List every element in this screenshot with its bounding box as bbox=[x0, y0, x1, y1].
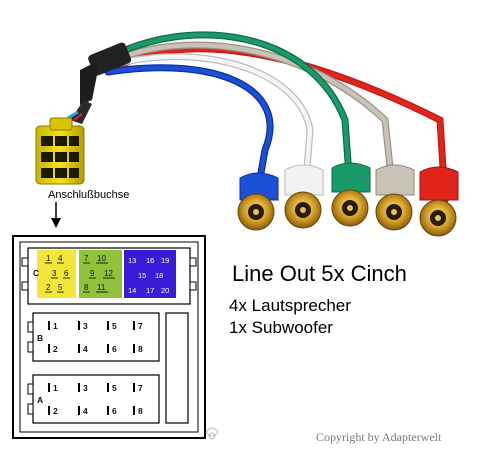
pin-label: 10 bbox=[97, 254, 106, 263]
pin-group-blue bbox=[124, 250, 176, 298]
feature-line-subwoofer: 1x Subwoofer bbox=[229, 318, 333, 337]
pin-label: 7 bbox=[138, 321, 143, 331]
pin-group-green bbox=[79, 250, 122, 298]
pin-label: 4 bbox=[58, 254, 63, 263]
pin-label: 8 bbox=[138, 344, 143, 354]
rca-plug-blue bbox=[237, 172, 279, 231]
pin-label: 5 bbox=[112, 321, 117, 331]
pin-label: 1 bbox=[46, 254, 51, 263]
iso-connector-diagram: C 1 4 3 6 2 5 7 10 9 12 8 11 13 16 15 18… bbox=[12, 235, 206, 439]
pin-label: 13 bbox=[128, 256, 136, 265]
watermark-icon bbox=[205, 427, 219, 440]
cable-sleeve bbox=[67, 42, 132, 124]
pin-label: 20 bbox=[161, 286, 169, 295]
socket-label: Anschlußbuchse bbox=[48, 189, 130, 201]
pin-label: 5 bbox=[112, 383, 117, 393]
pin-label: 7 bbox=[84, 254, 89, 263]
feature-line-speakers: 4x Lautsprecher bbox=[229, 296, 351, 315]
pin-label: 2 bbox=[53, 344, 58, 354]
section-a-label: A bbox=[37, 395, 43, 405]
copyright-text: Copyright by Adapterwelt bbox=[316, 430, 442, 444]
pin-label: 4 bbox=[83, 344, 88, 354]
pin-label: 17 bbox=[146, 286, 154, 295]
rca-plug-white bbox=[284, 164, 324, 229]
pin-label: 3 bbox=[52, 269, 57, 278]
rca-plug-red bbox=[419, 166, 459, 237]
pin-label: 6 bbox=[112, 344, 117, 354]
mini-iso-plug bbox=[35, 117, 85, 185]
rca-plug-green bbox=[331, 162, 371, 227]
pin-label: 7 bbox=[138, 383, 143, 393]
pin-label: 14 bbox=[128, 286, 136, 295]
pin-label: 6 bbox=[112, 406, 117, 416]
rca-plug-grey bbox=[375, 164, 415, 231]
pin-label: 2 bbox=[53, 406, 58, 416]
section-b-label: B bbox=[37, 333, 43, 343]
pin-label: 15 bbox=[138, 271, 146, 280]
cable-bundle bbox=[104, 31, 449, 204]
pin-label: 18 bbox=[155, 271, 163, 280]
pin-label: 4 bbox=[83, 406, 88, 416]
pin-label: 3 bbox=[83, 383, 88, 393]
cable-white bbox=[104, 53, 314, 199]
pin-label: 16 bbox=[146, 256, 154, 265]
product-title: Line Out 5x Cinch bbox=[232, 261, 407, 286]
pin-label: 2 bbox=[46, 283, 51, 292]
pin-label: 3 bbox=[83, 321, 88, 331]
pin-group-yellow bbox=[37, 250, 76, 298]
pin-label: 8 bbox=[84, 283, 89, 292]
pin-label: 11 bbox=[97, 283, 106, 292]
pin-label: 9 bbox=[90, 269, 95, 278]
arrow-down-icon bbox=[51, 202, 61, 228]
section-c-label: C bbox=[33, 268, 39, 278]
pin-label: 12 bbox=[104, 269, 113, 278]
pin-label: 1 bbox=[53, 321, 58, 331]
pin-label: 5 bbox=[58, 283, 63, 292]
connector-slot bbox=[165, 312, 189, 424]
pin-label: 6 bbox=[64, 269, 69, 278]
pin-label: 1 bbox=[53, 383, 58, 393]
pin-label: 8 bbox=[138, 406, 143, 416]
pin-label: 19 bbox=[161, 256, 169, 265]
